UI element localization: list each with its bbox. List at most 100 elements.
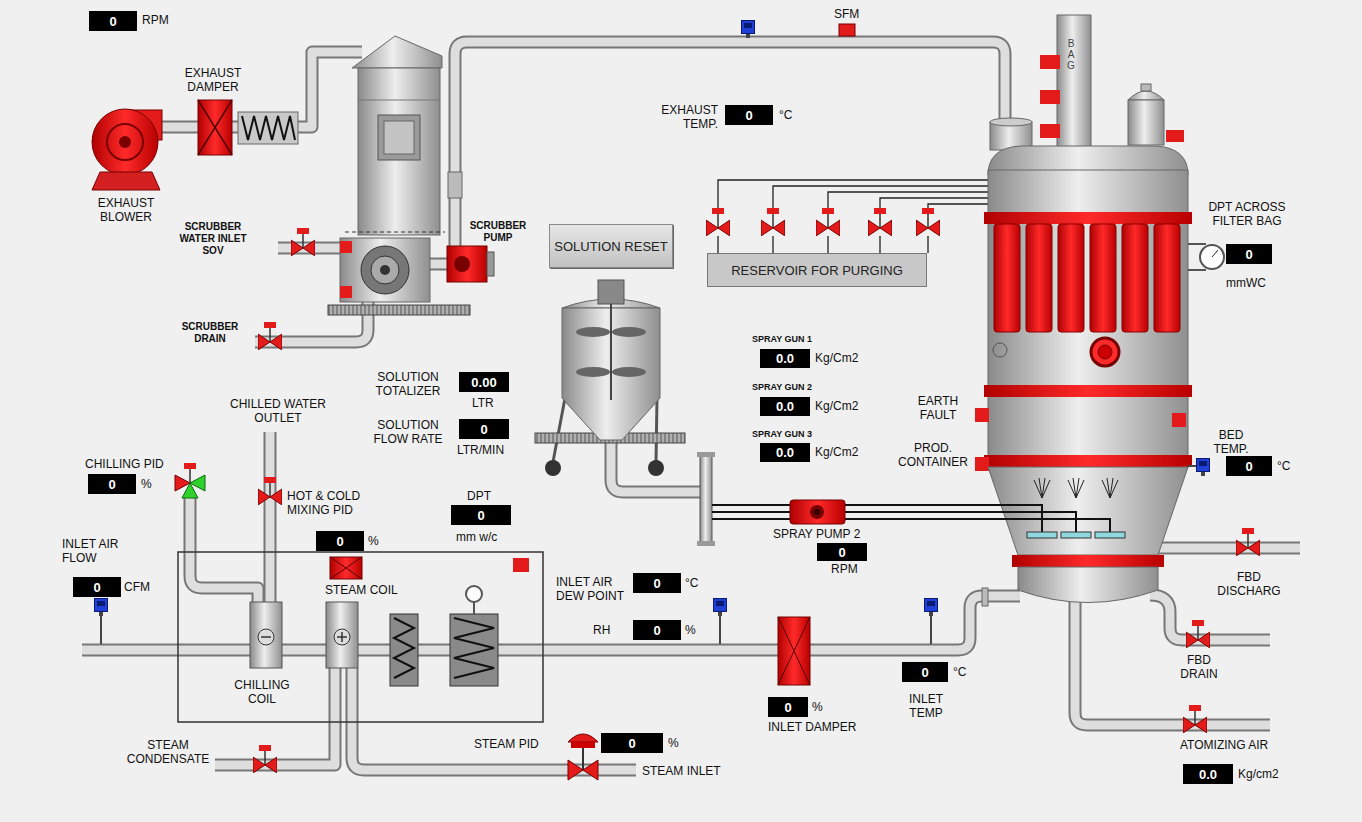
flexible-connector bbox=[238, 112, 298, 144]
air-handling-unit-part bbox=[326, 602, 358, 668]
label-text: PROD. CONTAINER bbox=[892, 441, 974, 470]
reservoir-box: RESERVOIR FOR PURGING bbox=[707, 253, 927, 287]
steam-control-valve-part bbox=[568, 760, 598, 780]
air-handling-unit-part bbox=[454, 618, 494, 678]
transmitters-part bbox=[839, 24, 855, 36]
transmitters-part bbox=[1197, 459, 1210, 477]
label-text: BED TEMP. bbox=[1204, 428, 1258, 457]
spray-system-part bbox=[712, 505, 790, 519]
node-text: 0 bbox=[93, 580, 100, 595]
value-display: 0 bbox=[459, 419, 509, 439]
node-text: 0 bbox=[653, 576, 660, 591]
fluid-bed-dryer-part bbox=[1040, 124, 1060, 138]
spray-system-part bbox=[697, 452, 715, 457]
fluid-bed-dryer-part bbox=[1040, 55, 1060, 69]
label-text: Kg/Cm2 bbox=[815, 399, 858, 413]
on-off-valves-part bbox=[291, 228, 315, 256]
fluid-bed-dryer-part bbox=[1090, 224, 1116, 332]
scrubber-part bbox=[358, 68, 440, 235]
node-text: 0 bbox=[1245, 459, 1252, 474]
fluid-bed-dryer-part bbox=[1166, 130, 1184, 142]
solution-tank-part bbox=[576, 327, 610, 337]
fluid-bed-dryer-part bbox=[990, 118, 1032, 126]
node-text: 0 bbox=[1245, 247, 1252, 262]
label-text: SCRUBBER DRAIN bbox=[178, 321, 242, 345]
label-text: SOLUTION FLOW RATE bbox=[366, 418, 450, 447]
label-text: SPRAY GUN 1 bbox=[752, 334, 812, 345]
on-off-valves-part bbox=[816, 208, 840, 236]
node-text: 0.0 bbox=[776, 445, 794, 460]
reset-button: SOLUTION RESET bbox=[549, 224, 673, 268]
label-text: °C bbox=[953, 665, 966, 679]
fluid-bed-dryer-part bbox=[1018, 567, 1158, 603]
node-text: 0 bbox=[108, 477, 115, 492]
fluid-bed-dryer-part bbox=[1141, 84, 1151, 91]
label-text: FBD DISCHARG bbox=[1213, 570, 1285, 599]
label-text: RPM bbox=[142, 13, 169, 27]
label-text: SCRUBBER WATER INLET SOV bbox=[176, 221, 250, 257]
fluid-bed-dryer-part bbox=[982, 588, 988, 606]
scrubber-part bbox=[447, 246, 487, 282]
transmitters-part bbox=[925, 599, 938, 617]
exhaust-blower-part bbox=[92, 109, 158, 175]
dpt-gauge bbox=[1188, 244, 1224, 270]
solution-tank bbox=[535, 280, 685, 476]
scrubber-part bbox=[454, 256, 470, 272]
chilling-valve bbox=[175, 463, 205, 498]
solution-tank-part bbox=[553, 398, 565, 462]
label-text: °C bbox=[779, 108, 792, 122]
fluid-bed-dryer-part bbox=[1012, 555, 1164, 567]
label-text: DPT bbox=[467, 489, 491, 503]
label-text: ATOMIZING AIR bbox=[1180, 738, 1268, 752]
air-handling-unit-part bbox=[450, 614, 498, 686]
label-text: EXHAUST DAMPER bbox=[178, 66, 248, 95]
air-handling-unit-part bbox=[513, 558, 529, 572]
air-handling-unit bbox=[178, 552, 543, 722]
scrubber-part bbox=[340, 241, 352, 253]
node-text: 0 bbox=[109, 14, 116, 29]
scrubber-part bbox=[384, 121, 414, 154]
label-text: % bbox=[812, 700, 823, 714]
label-text: SPRAY GUN 2 bbox=[752, 382, 812, 393]
inlet-damper-part bbox=[778, 617, 810, 685]
transmitters-part bbox=[742, 21, 755, 39]
label-text: °C bbox=[685, 576, 698, 590]
label-text: SFM bbox=[834, 7, 859, 21]
spray-system-part bbox=[1095, 532, 1125, 538]
label-text: FBD DRAIN bbox=[1170, 653, 1228, 682]
scrubber-part bbox=[487, 252, 494, 276]
air-handling-unit-part bbox=[337, 632, 347, 642]
fluid-bed-dryer-part bbox=[984, 212, 1192, 224]
fluid-bed-dryer-part bbox=[1098, 345, 1112, 359]
label-text: Kg/Cm2 bbox=[815, 351, 858, 365]
label-text: SCRUBBER PUMP bbox=[466, 220, 530, 244]
value-display: 0 bbox=[88, 474, 136, 494]
label-text: Kg/Cm2 bbox=[815, 445, 858, 459]
on-off-valves-part bbox=[253, 745, 277, 773]
node-text: 0 bbox=[838, 545, 845, 560]
steam-control-valve-part bbox=[568, 734, 598, 742]
label-text: STEAM INLET bbox=[642, 764, 721, 778]
scrubber-part bbox=[345, 232, 445, 233]
air-handling-unit-part bbox=[178, 552, 543, 722]
solution-tank-part bbox=[612, 367, 646, 377]
exhaust-blower-part bbox=[92, 172, 160, 190]
value-display: 0.0 bbox=[760, 443, 810, 462]
fluid-bed-dryer-part bbox=[1057, 15, 1091, 155]
value-display: 0 bbox=[633, 573, 681, 593]
exhaust-damper-part bbox=[198, 100, 232, 155]
value-display: 0 bbox=[601, 733, 663, 753]
dpt-gauge-part bbox=[1212, 250, 1218, 257]
label-text: Kg/cm2 bbox=[1238, 767, 1279, 781]
solution-tank-part bbox=[576, 367, 610, 377]
node-text: 0 bbox=[480, 422, 487, 437]
node-text: 0 bbox=[921, 665, 928, 680]
node-text: 0 bbox=[653, 623, 660, 638]
on-off-valves-part bbox=[258, 322, 282, 350]
fluid-bed-dryer-part bbox=[975, 408, 989, 422]
fluid-bed-dryer-part bbox=[1172, 413, 1186, 427]
fluid-bed-dryer-part bbox=[984, 455, 1192, 467]
scrubber-part bbox=[371, 256, 399, 284]
value-display: 0 bbox=[89, 11, 137, 31]
